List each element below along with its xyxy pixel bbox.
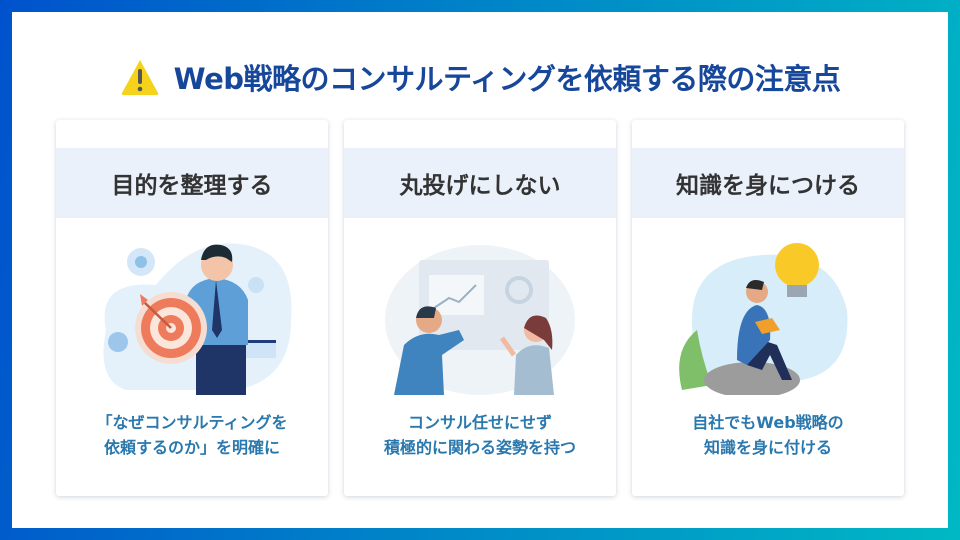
card-caption-line: 自社でもWeb戦略の: [692, 413, 844, 432]
card-heading: 丸投げにしない: [399, 173, 561, 199]
target-businessman-illustration: [103, 243, 292, 395]
team-whiteboard-illustration: [385, 245, 575, 395]
reading-lightbulb-illustration: [679, 243, 848, 395]
card-heading: 目的を整理する: [111, 173, 273, 199]
card-caption-line: 「なぜコンサルティングを: [96, 413, 288, 432]
card-caption-line: 依頼するのか」を明確に: [103, 438, 280, 457]
card-caption-line: 積極的に関わる姿勢を持つ: [383, 438, 576, 457]
card-no-outsourcing: 丸投げにしない コンサル任せにせず 積極的に関わる姿勢を持つ: [344, 120, 616, 496]
slide-panel: Web戦略のコンサルティングを依頼する際の注意点 目的を整理する 「なぜコンサル…: [12, 12, 948, 528]
card-caption-line: コンサル任せにせず: [407, 413, 552, 432]
card-caption-line: 知識を身に付ける: [703, 438, 832, 457]
card-heading: 知識を身につける: [676, 173, 860, 199]
slide-title: Web戦略のコンサルティングを依頼する際の注意点: [12, 52, 948, 102]
card-gain-knowledge: 知識を身につける 自社でもWeb戦略の 知識を身に付ける: [632, 120, 904, 496]
warning-icon: [121, 60, 158, 95]
card-clarify-purpose: 目的を整理する 「なぜコンサルティングを 依頼するのか」を明確に: [56, 120, 328, 496]
page-title: Web戦略のコンサルティングを依頼する際の注意点: [173, 62, 841, 96]
